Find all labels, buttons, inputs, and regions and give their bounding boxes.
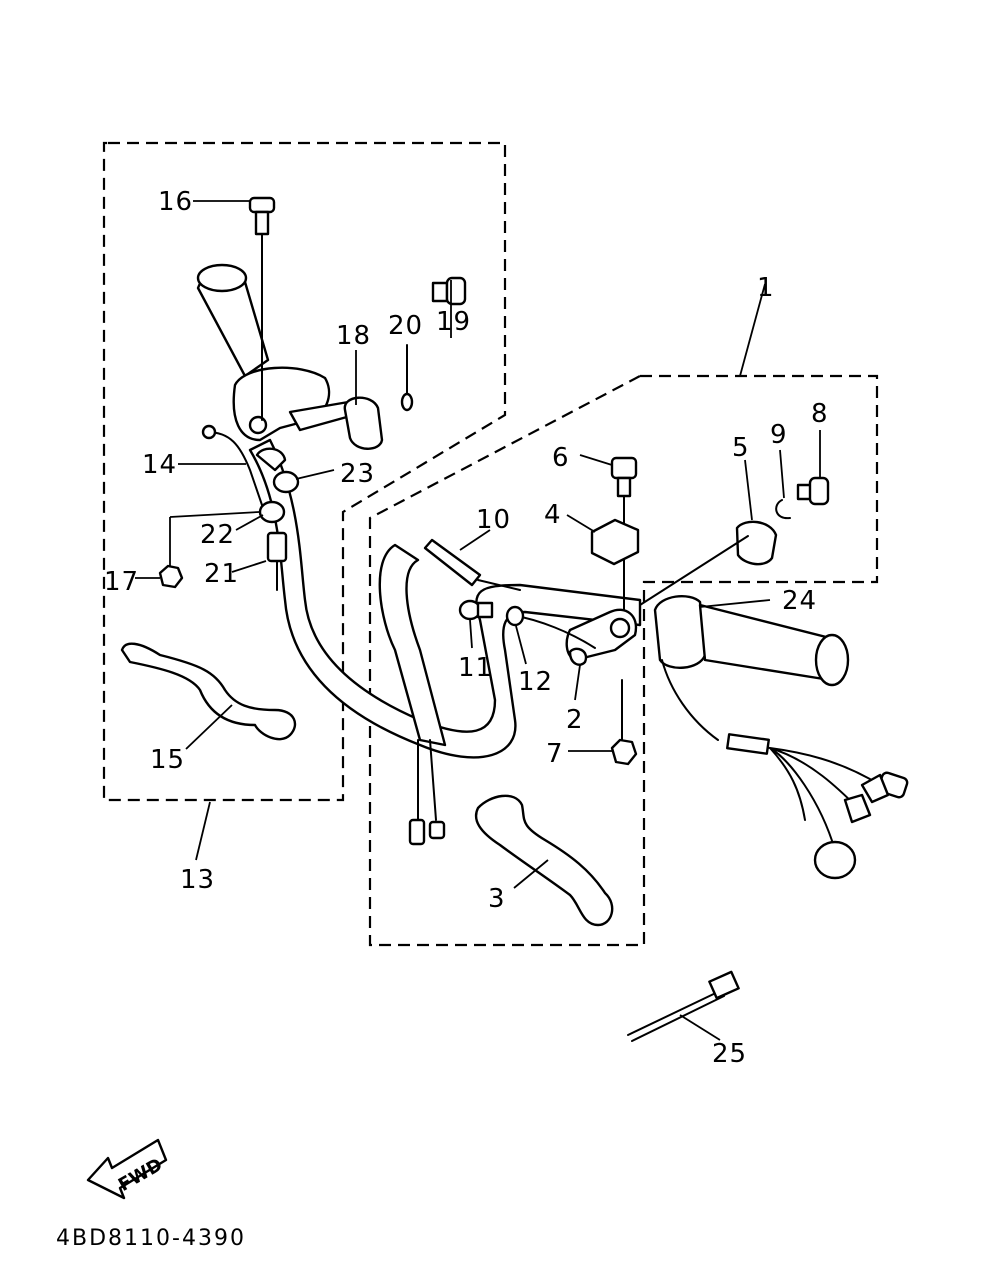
pin-23	[272, 470, 300, 494]
left-grip-end	[196, 263, 248, 293]
clutch-switch-10	[423, 538, 482, 587]
part-label-22: 22	[200, 520, 235, 550]
washer-20	[400, 392, 414, 412]
group-1-boundary	[368, 374, 879, 947]
part-label-18: 18	[336, 321, 371, 351]
screw-8	[796, 476, 830, 506]
part-label-8: 8	[811, 399, 829, 429]
clamp-5	[735, 520, 778, 566]
handlebar	[248, 438, 642, 759]
throttle-grip-end	[814, 633, 850, 687]
forward-direction-arrow: FWD	[86, 1138, 168, 1200]
part-label-11: 11	[458, 653, 493, 683]
part-label-19: 19	[436, 307, 471, 337]
part-label-17: 17	[104, 567, 139, 597]
switch-harness	[661, 659, 881, 851]
switch-4	[590, 518, 640, 566]
leader-lines	[135, 200, 821, 1041]
cable-14	[206, 431, 263, 506]
clutch-lever-15	[120, 642, 297, 741]
brake-lever-3	[474, 794, 614, 927]
screw-11	[458, 599, 494, 621]
group-13-boundary	[102, 141, 507, 802]
drawing-code: 4BD8110-4390	[56, 1226, 246, 1251]
cam-holder	[255, 447, 287, 472]
lever-holder-body	[232, 366, 331, 442]
part-label-6: 6	[552, 443, 570, 473]
part-label-3: 3	[488, 884, 506, 914]
part-label-10: 10	[476, 505, 511, 535]
nut-7	[610, 738, 638, 766]
part-label-12: 12	[518, 667, 553, 697]
part-label-21: 21	[204, 559, 239, 589]
adjuster-21	[266, 531, 288, 591]
part-label-16: 16	[158, 187, 193, 217]
throttle-housing-24	[653, 594, 707, 669]
nut-17	[158, 564, 184, 589]
part-label-25: 25	[712, 1039, 747, 1069]
part-label-20: 20	[388, 311, 423, 341]
throttle-grip	[698, 603, 832, 682]
bolt-19	[431, 276, 467, 306]
bolt-16	[248, 196, 276, 421]
part-label-7: 7	[546, 739, 564, 769]
lever-holder-pivot	[248, 415, 268, 435]
part-label-9: 9	[770, 420, 788, 450]
left-clamp-bracket	[343, 396, 384, 450]
nut-22	[258, 500, 286, 524]
circlip-9	[775, 499, 791, 520]
bolt-6	[610, 456, 638, 621]
part-label-23: 23	[340, 459, 375, 489]
part-label-4: 4	[544, 500, 562, 530]
handlebar-left-bend	[378, 543, 447, 747]
part-label-5: 5	[732, 433, 750, 463]
part-label-24: 24	[782, 586, 817, 616]
part-label-13: 13	[180, 865, 215, 895]
part-label-1: 1	[757, 273, 775, 303]
part-label-2: 2	[566, 705, 584, 735]
part-label-14: 14	[142, 450, 177, 480]
part-label-15: 15	[150, 745, 185, 775]
cable-tie-25	[627, 970, 740, 1042]
